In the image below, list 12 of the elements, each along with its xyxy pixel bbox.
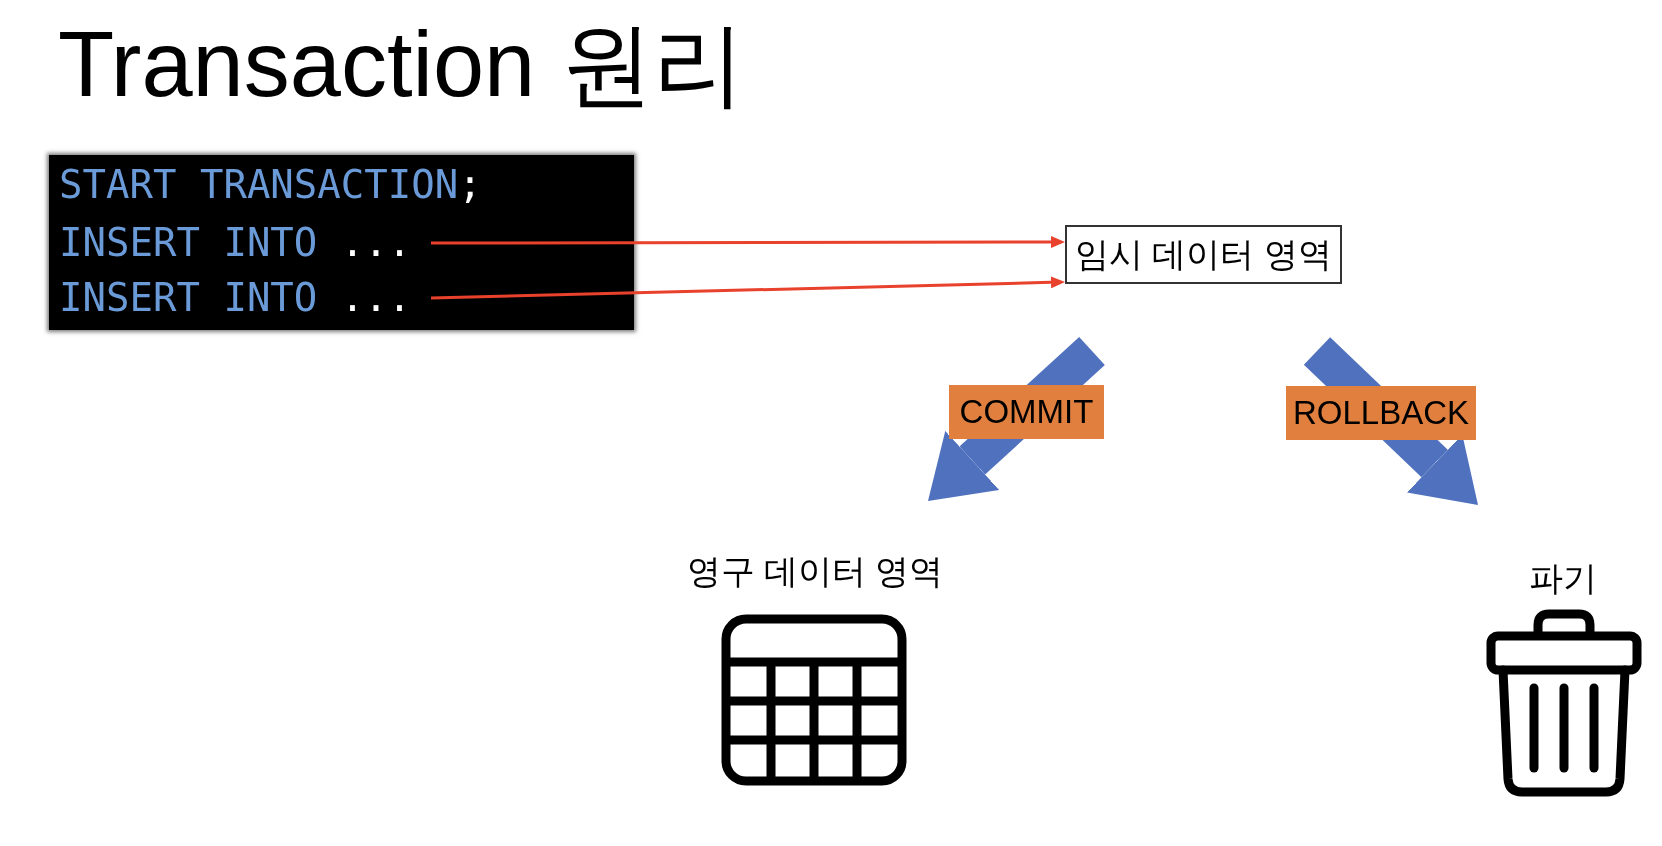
node-label: 영구 데이터 영역 bbox=[685, 554, 945, 588]
edge-label: COMMIT bbox=[949, 385, 1104, 439]
arrow bbox=[431, 236, 1065, 248]
title: Transaction 원리 bbox=[58, 14, 745, 116]
code-line: START TRANSACTION; bbox=[59, 165, 489, 205]
node-label: 파기 bbox=[1527, 561, 1598, 595]
code-panel bbox=[49, 155, 634, 330]
code-line: INSERT INTO ... bbox=[59, 278, 453, 318]
code-line: INSERT INTO ... bbox=[59, 223, 453, 263]
arrow bbox=[430, 276, 1065, 300]
area-box: 임시 데이터 영역 bbox=[1065, 225, 1342, 284]
edge-label: ROLLBACK bbox=[1286, 386, 1476, 440]
